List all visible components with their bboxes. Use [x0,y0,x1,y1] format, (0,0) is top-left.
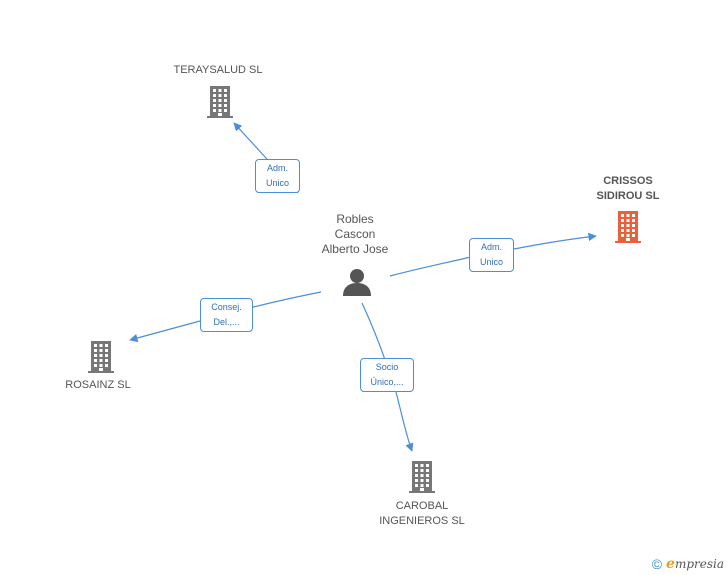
brand-rest: mpresia [674,557,724,571]
edge-role-line-1: Adm. [266,163,288,173]
edge-role-line-2: Único,... [370,377,404,387]
company-name-line-2: SIDIROU SL [596,190,660,202]
edge-role-line-2: Del.,... [213,317,240,327]
edge-label-rosainz[interactable]: Consej. Del.,... [200,298,253,332]
person-name-line-3: Alberto Jose [321,242,389,256]
edge-line-crissos [389,236,596,277]
company-name-line-2: INGENIEROS SL [379,515,465,527]
empresia-logo[interactable]: empresia [666,556,724,572]
edge-label-carobal[interactable]: Socio Único,... [360,358,414,392]
edge-label-crissos[interactable]: Adm. Unico [469,238,514,272]
edge-role-line-1: Consej. [211,302,242,312]
person-name[interactable]: Robles Cascon Alberto Jose [305,212,405,257]
company-name-line-1: CAROBAL [395,500,449,512]
company-label-rosainz[interactable]: ROSAINZ SL [48,378,148,393]
footer-brand: © empresia [652,556,724,572]
person-name-line-1: Robles [336,212,374,226]
person-name-line-2: Cascon [334,227,376,241]
edge-role-line-1: Socio [375,362,399,372]
company-label-carobal[interactable]: CAROBAL INGENIEROS SL [362,499,482,529]
company-label-crissos[interactable]: CRISSOS SIDIROU SL [578,174,678,204]
copyright-symbol: © [651,556,663,572]
edge-role-line-1: Adm. [480,242,502,252]
building-icon[interactable] [407,459,437,493]
edge-label-teraysalud[interactable]: Adm. Unico [255,159,300,193]
company-name: ROSAINZ SL [65,379,131,391]
building-icon[interactable] [205,84,235,118]
company-name: TERAYSALUD SL [173,64,263,76]
building-icon[interactable] [613,209,643,243]
edge-role-line-2: Unico [265,178,289,188]
person-icon[interactable] [342,268,372,296]
brand-initial: e [666,556,675,572]
company-name-line-1: CRISSOS [603,175,653,187]
company-label-teraysalud[interactable]: TERAYSALUD SL [158,63,278,78]
edge-role-line-2: Unico [479,257,503,267]
building-icon[interactable] [86,339,116,373]
edge-line-carobal [361,302,412,451]
